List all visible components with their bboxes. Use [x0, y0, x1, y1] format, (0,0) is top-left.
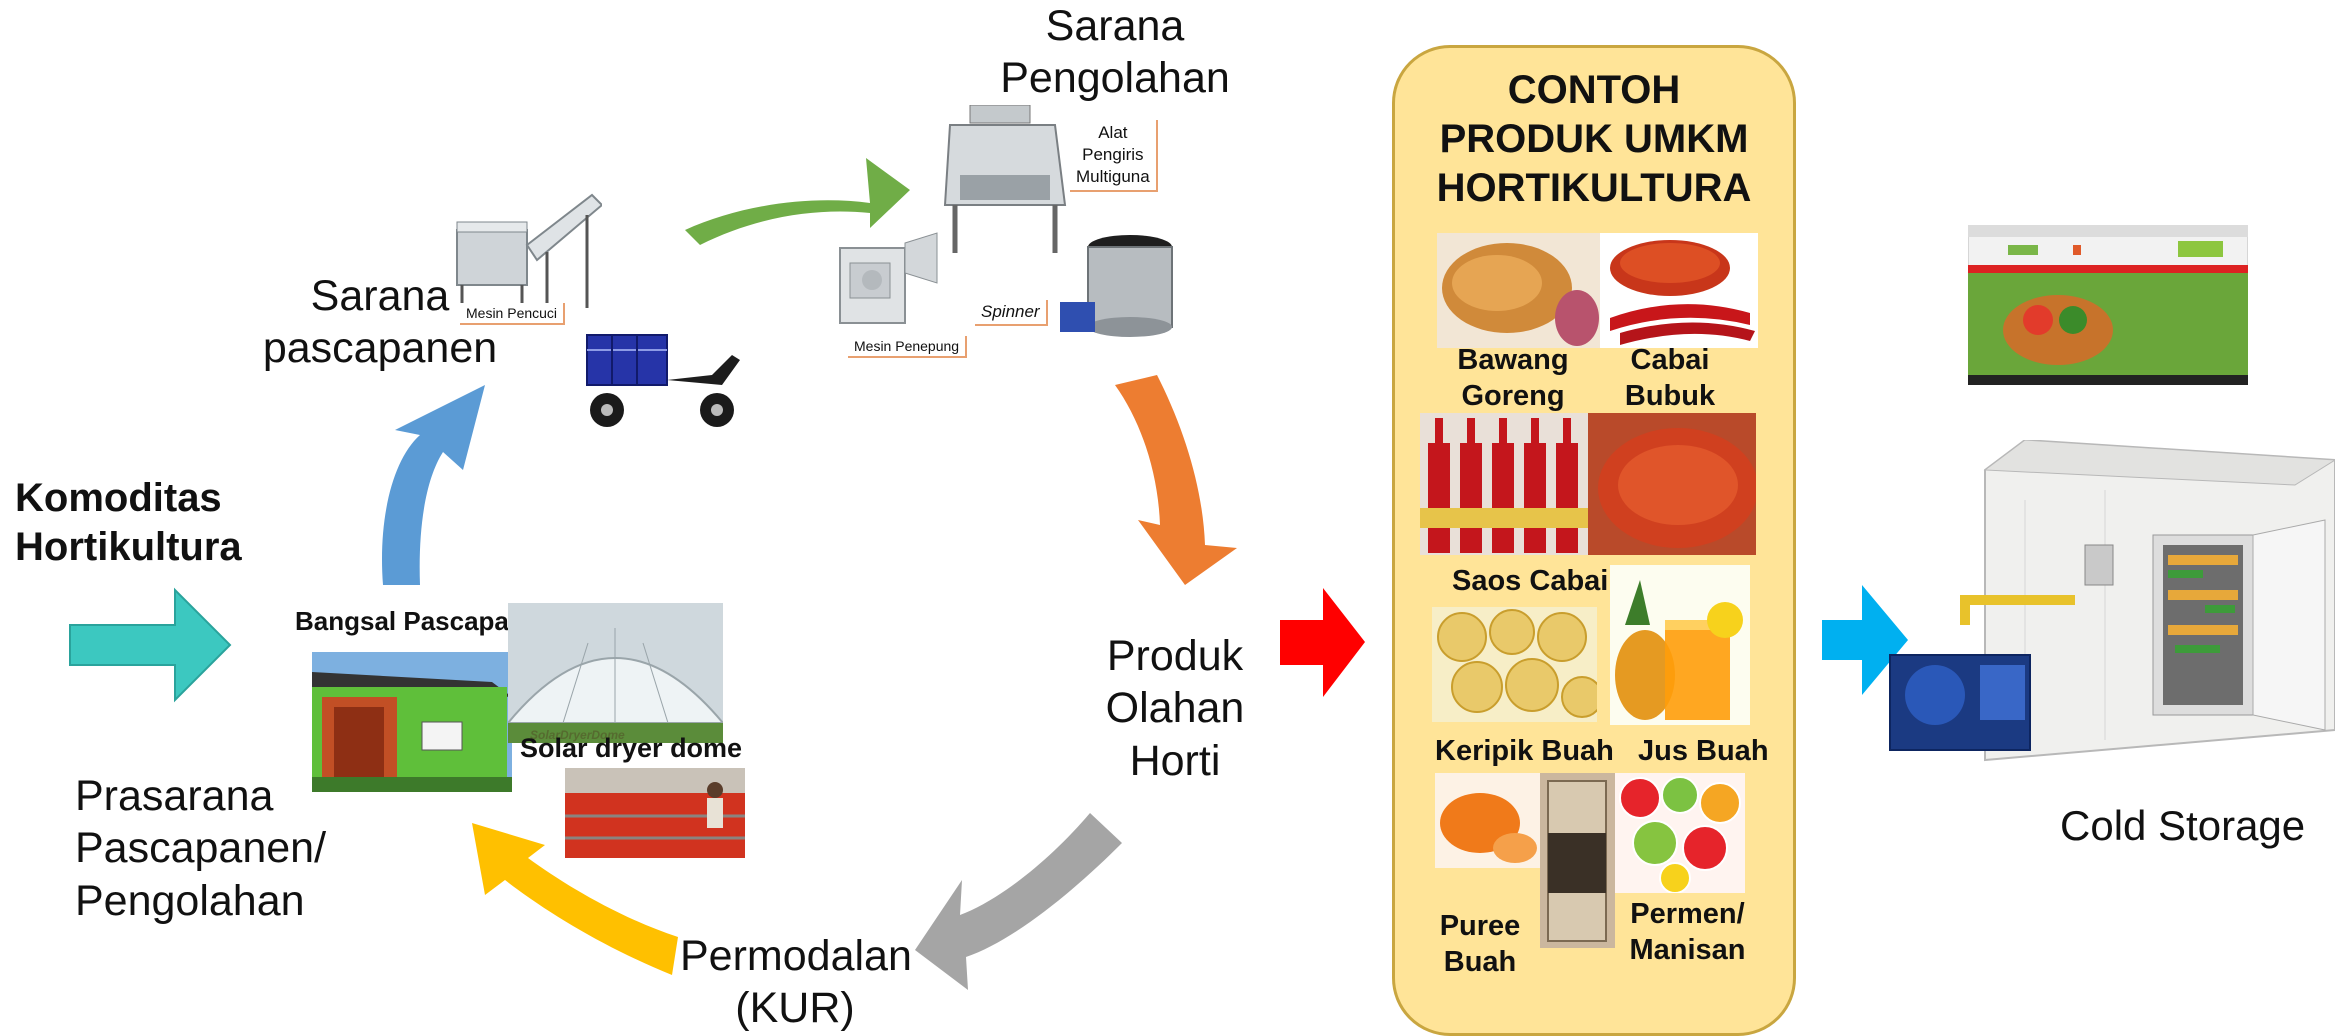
permodalan-line1: Permodalan: [680, 932, 912, 980]
orange-curved-arrow: [1115, 375, 1237, 585]
cabai-bubuk-line2: Bubuk: [1624, 380, 1716, 413]
solar-dryer-caption: Solar dryer dome: [520, 733, 743, 763]
green-curved-arrow: [685, 158, 910, 245]
komoditas-line1: Komoditas: [15, 476, 222, 520]
sarana-pascapanen-line2: pascapanen: [262, 324, 498, 373]
permodalan-label: Permodalan (KUR): [680, 930, 912, 1035]
puree-buah-caption: Puree Buah: [1435, 908, 1525, 981]
panel-title-line1: CONTOH: [1507, 68, 1681, 112]
input-arrow: [69, 587, 232, 703]
panel-title: CONTOH PRODUK UMKM HORTIKULTURA: [1395, 66, 1793, 212]
cyan-arrow: [1822, 585, 1908, 695]
sarana-pengolahan-label: Sarana Pengolahan: [1000, 0, 1230, 105]
gray-curved-arrow: [915, 813, 1122, 990]
bawang-goreng-caption: Bawang Goreng: [1448, 342, 1578, 415]
blue-curved-arrow: [382, 385, 485, 585]
produk-olahan-label: Produk Olahan Horti: [1090, 630, 1260, 787]
alat-pengiris-line2: Pengiris: [1082, 145, 1144, 165]
jus-buah-image: [1610, 565, 1750, 725]
cabai-bubuk-caption: Cabai Bubuk: [1610, 342, 1730, 415]
prasarana-line3: Pengolahan: [75, 876, 305, 925]
cold-storage-label: Cold Storage: [2060, 802, 2306, 849]
keripik-buah-caption: Keripik Buah: [1435, 735, 1614, 767]
prasarana-line2: Pascapanen/: [75, 824, 327, 873]
slicer-machine-image: [943, 105, 1067, 253]
komoditas-line2: Hortikultura: [15, 524, 242, 569]
jus-buah-caption: Jus Buah: [1638, 735, 1769, 767]
produk-olahan-line1: Produk: [1106, 632, 1244, 680]
spinner-tag: Spinner: [975, 300, 1048, 326]
sarana-pascapanen-label: Sarana pascapanen: [255, 270, 505, 375]
panel-title-line2: PRODUK UMKM: [1439, 116, 1749, 161]
puree-buah-line1: Puree: [1439, 910, 1521, 942]
washing-machine-image: [456, 193, 602, 308]
flour-mill-image: [839, 232, 938, 324]
bawang-goreng-line2: Goreng: [1461, 380, 1565, 413]
panel-title-line3: HORTIKULTURA: [1436, 165, 1752, 210]
puree-buah-line2: Buah: [1443, 946, 1517, 979]
prasarana-line1: Prasarana: [75, 772, 274, 820]
red-arrow: [1280, 588, 1365, 697]
tricycle-image: [586, 334, 740, 427]
alat-pengiris-line3: Multiguna: [1076, 167, 1150, 187]
drying-chili-image: [565, 768, 745, 858]
saos-cabai-caption: Saos Cabai: [1452, 565, 1609, 597]
saos-bowl-image: [1588, 413, 1756, 555]
sarana-pascapanen-line1: Sarana: [310, 272, 450, 320]
ecommerce-website-thumbnail: [1968, 225, 2248, 385]
cabai-bubuk-line1: Cabai: [1630, 344, 1710, 376]
bawang-goreng-image: [1437, 233, 1600, 348]
permodalan-line2: (KUR): [735, 984, 855, 1033]
manisan-jar-image: [1540, 773, 1615, 948]
spinner-machine-image: [1060, 235, 1173, 337]
permen-image: [1615, 773, 1745, 893]
produk-olahan-line3: Horti: [1129, 736, 1221, 785]
saos-bottles-image: [1420, 413, 1588, 555]
keripik-buah-image: [1432, 607, 1597, 722]
produk-olahan-line2: Olahan: [1105, 684, 1245, 733]
alat-pengiris-line1: Alat: [1098, 123, 1128, 142]
sarana-pengolahan-line2: Pengolahan: [1000, 54, 1230, 103]
permen-manisan-line1: Permen/: [1630, 898, 1745, 930]
mesin-pencuci-tag: Mesin Pencuci: [460, 303, 566, 325]
bawang-goreng-line1: Bawang: [1457, 344, 1569, 376]
cabai-bubuk-image: [1600, 233, 1758, 348]
solar-dryer-logo: SolarDryerDome: [530, 728, 625, 742]
bangsal-building-image: [312, 652, 512, 792]
prasarana-label: Prasarana Pascapanen/ Pengolahan: [75, 770, 326, 927]
puree-buah-image: [1435, 773, 1545, 868]
komoditas-label: Komoditas Hortikultura: [15, 474, 242, 572]
cold-storage-image: [1889, 440, 2335, 762]
solar-dryer-dome-image: [508, 603, 723, 743]
mesin-penepung-tag: Mesin Penepung: [848, 336, 968, 358]
alat-pengiris-tag: Alat Pengiris Multiguna: [1070, 120, 1158, 193]
permen-manisan-line2: Manisan: [1629, 934, 1746, 967]
permen-manisan-caption: Permen/ Manisan: [1625, 896, 1750, 969]
sarana-pengolahan-line1: Sarana: [1045, 2, 1185, 50]
yellow-curved-arrow: [472, 823, 678, 975]
